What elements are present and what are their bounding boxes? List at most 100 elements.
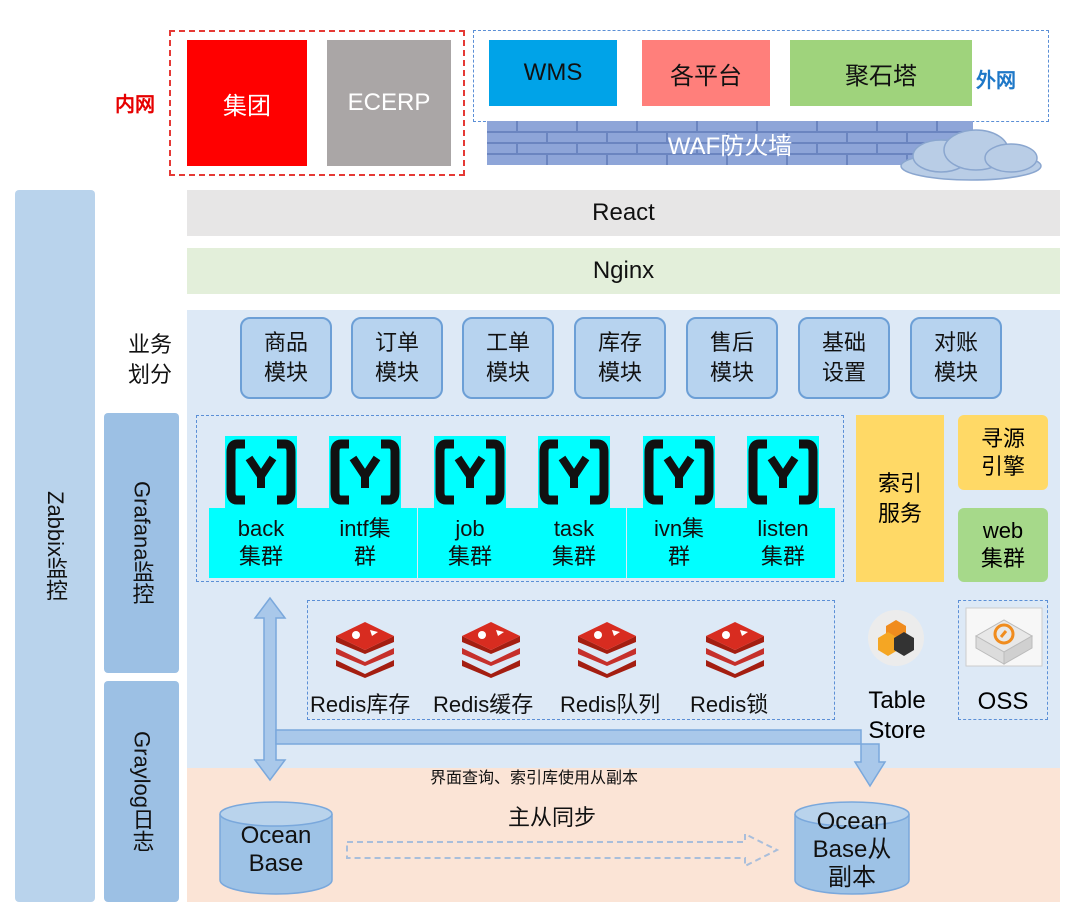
module-order: 订单模块 [351,317,443,399]
replica-note: 界面查询、索引库使用从副本 [430,770,639,787]
search-engine-l2: 引擎 [980,453,1025,479]
zabbix-label: Zabbix监控 [43,490,68,602]
redis-label: Redis缓存 [433,692,534,717]
redis-icon [332,620,398,678]
graylog-label: Graylog日志 [129,730,155,853]
cluster-label-l1: back [237,516,285,541]
replica-l3: 副本 [828,864,876,891]
sync-label: 主从同步 [508,805,597,830]
module-label-2: 模块 [933,360,978,385]
cluster-logo-icon [329,436,401,508]
module-label-2: 模块 [485,360,530,385]
intranet-border [169,30,465,176]
redis-glyph [462,622,520,678]
brick-pattern [487,121,973,165]
cluster-label-l1: intf集 [339,516,391,541]
module-label-1: 订单 [374,330,419,355]
logo-glyph [330,439,400,505]
oss-label: OSS [977,688,1029,715]
redis-label: Redis队列 [560,692,661,717]
graylog-panel: Graylog日志 [104,681,179,902]
module-basic-settings: 基础设置 [798,317,890,399]
cluster-label: task 集群 [522,508,626,578]
module-aftersale: 售后模块 [686,317,778,399]
cluster-label-l1: task [553,516,595,541]
cluster-label-l2: 集群 [238,544,283,569]
web-cluster: web 集群 [958,508,1048,582]
cloud-icon [900,129,1042,181]
ecerp-box: ECERP [327,40,451,166]
module-inventory: 库存模块 [574,317,666,399]
redis-icon [574,620,640,678]
module-label-1: 工单 [485,330,530,355]
redis-glyph [578,622,636,678]
module-label-2: 模块 [709,360,754,385]
redis-label: Redis库存 [310,692,411,717]
web-cluster-l2: 集群 [980,546,1025,571]
search-engine: 寻源引擎 [958,415,1048,490]
cluster-group [196,415,844,582]
primary-l1: Ocean [240,822,312,849]
jushita-box: 聚石塔 [790,40,972,106]
module-label-1: 商品 [263,330,308,355]
group-box: 集团 [187,40,307,166]
business-label-line2: 划分 [128,362,173,387]
waf-wall: WAF防火墙 [487,121,973,165]
logo-glyph [226,439,296,505]
oceanbase-primary-cylinder [219,801,333,895]
redis-glyph [336,622,394,678]
index-service-l2: 服务 [877,500,922,526]
cluster-logo-icon [747,436,819,508]
module-reconciliation: 对账模块 [910,317,1002,399]
cluster-label-l1: listen [757,516,809,541]
tablestore-l1: Table [868,687,926,714]
index-service: 索引服务 [856,415,944,582]
waf-label: WAF防火墙 [667,132,793,160]
cluster-label-l1: ivn集 [653,516,705,541]
web-cluster-l1: web [982,518,1024,543]
oss-group [958,600,1048,720]
platforms-box: 各平台 [642,40,770,106]
replica-arrow [275,729,887,788]
module-product: 商品模块 [240,317,332,399]
business-label: 业务 划分 [128,330,172,390]
redis-icon [458,620,524,678]
vertical-double-arrow [253,596,287,782]
redis-icon [702,620,768,678]
oceanbase-replica-cylinder [794,801,910,895]
cluster-label: back 集群 [209,508,313,578]
module-label-1: 库存 [597,330,642,355]
logo-glyph [539,439,609,505]
grafana-label: Grafana监控 [129,481,155,605]
oss-icon [965,607,1043,667]
module-label-2: 模块 [374,360,419,385]
cluster-label: intf集群 [313,508,417,578]
cluster-logo-icon [225,436,297,508]
cluster-label-l2: 集群 [760,544,805,569]
redis-group [307,600,835,720]
cluster-label-l2: 群 [353,544,376,569]
cluster-label-l1: job [455,516,485,541]
grafana-panel: Grafana监控 [104,413,179,673]
replica-l1: Ocean [816,808,888,835]
module-label-2: 设置 [821,360,866,385]
logo-glyph [435,439,505,505]
cluster-label: listen 集群 [731,508,835,578]
primary-l2: Base [248,850,304,877]
logo-glyph [644,439,714,505]
extranet-label: 外网 [976,70,1016,92]
replica-l2: Base从 [812,836,892,863]
business-label-line1: 业务 [128,332,173,357]
sync-arrow [346,832,780,868]
module-ticket: 工单模块 [462,317,554,399]
search-engine-l1: 寻源 [980,425,1025,451]
intranet-label: 内网 [115,94,155,116]
nginx-layer: Nginx [187,248,1060,294]
cluster-label-l2: 集群 [551,544,596,569]
react-layer: React [187,190,1060,236]
module-label-2: 模块 [263,360,308,385]
index-service-l1: 索引 [877,470,922,496]
